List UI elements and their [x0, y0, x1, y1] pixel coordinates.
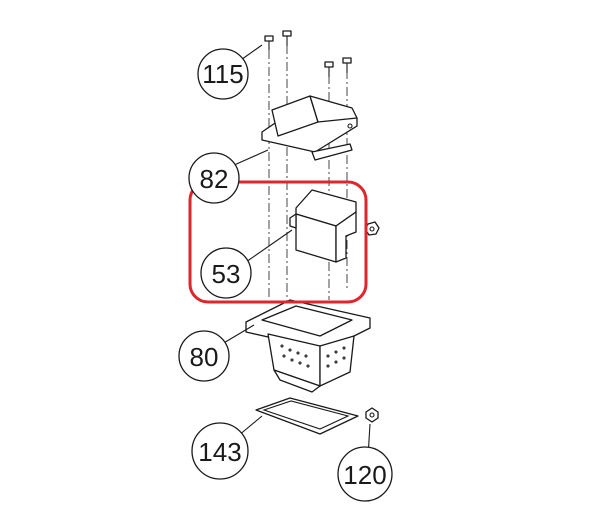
highlight-box: [188, 180, 368, 304]
callout-115: 115: [197, 48, 249, 100]
nut-120: [365, 407, 379, 423]
screw-115-a: [264, 35, 274, 50]
callout-82: 82: [188, 152, 240, 204]
basket-80: [245, 299, 371, 393]
callout-120: 120: [337, 446, 393, 502]
flap-53: [289, 189, 357, 263]
basket-perforations: [280, 344, 346, 368]
callout-53: 53: [200, 247, 252, 299]
screw-115-c: [324, 61, 334, 77]
assembly-axes: [268, 45, 348, 305]
callout-80: 80: [178, 330, 230, 382]
callout-115-label: 115: [202, 59, 243, 89]
callout-53-label: 53: [212, 259, 241, 289]
gasket-143: [255, 397, 359, 435]
screw-115-b: [282, 30, 292, 46]
bracket-82: [261, 95, 358, 161]
callout-143: 143: [191, 422, 249, 480]
callout-82-label: 82: [200, 164, 229, 194]
callout-80-label: 80: [190, 342, 219, 372]
screw-115-d: [342, 57, 352, 73]
callout-120-label: 120: [343, 460, 386, 490]
callout-143-label: 143: [198, 437, 241, 467]
